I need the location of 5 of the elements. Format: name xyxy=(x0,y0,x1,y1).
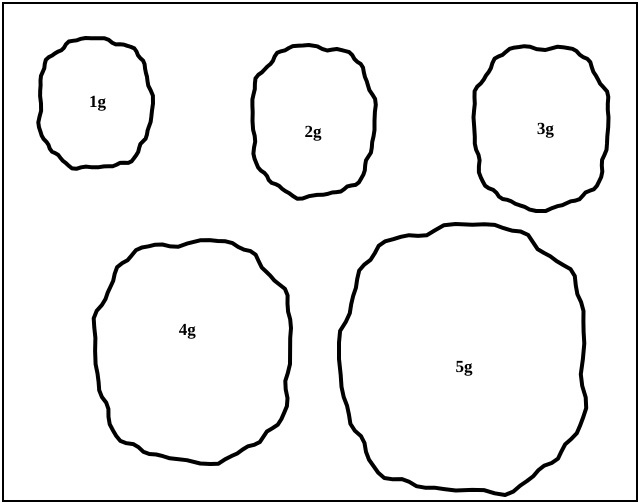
weight-label: 4g xyxy=(178,320,196,340)
weight-label: 1g xyxy=(88,92,106,112)
weight-label: 5g xyxy=(456,357,472,378)
weight-label: 3g xyxy=(536,118,554,139)
weight-label: 2g xyxy=(304,122,322,142)
